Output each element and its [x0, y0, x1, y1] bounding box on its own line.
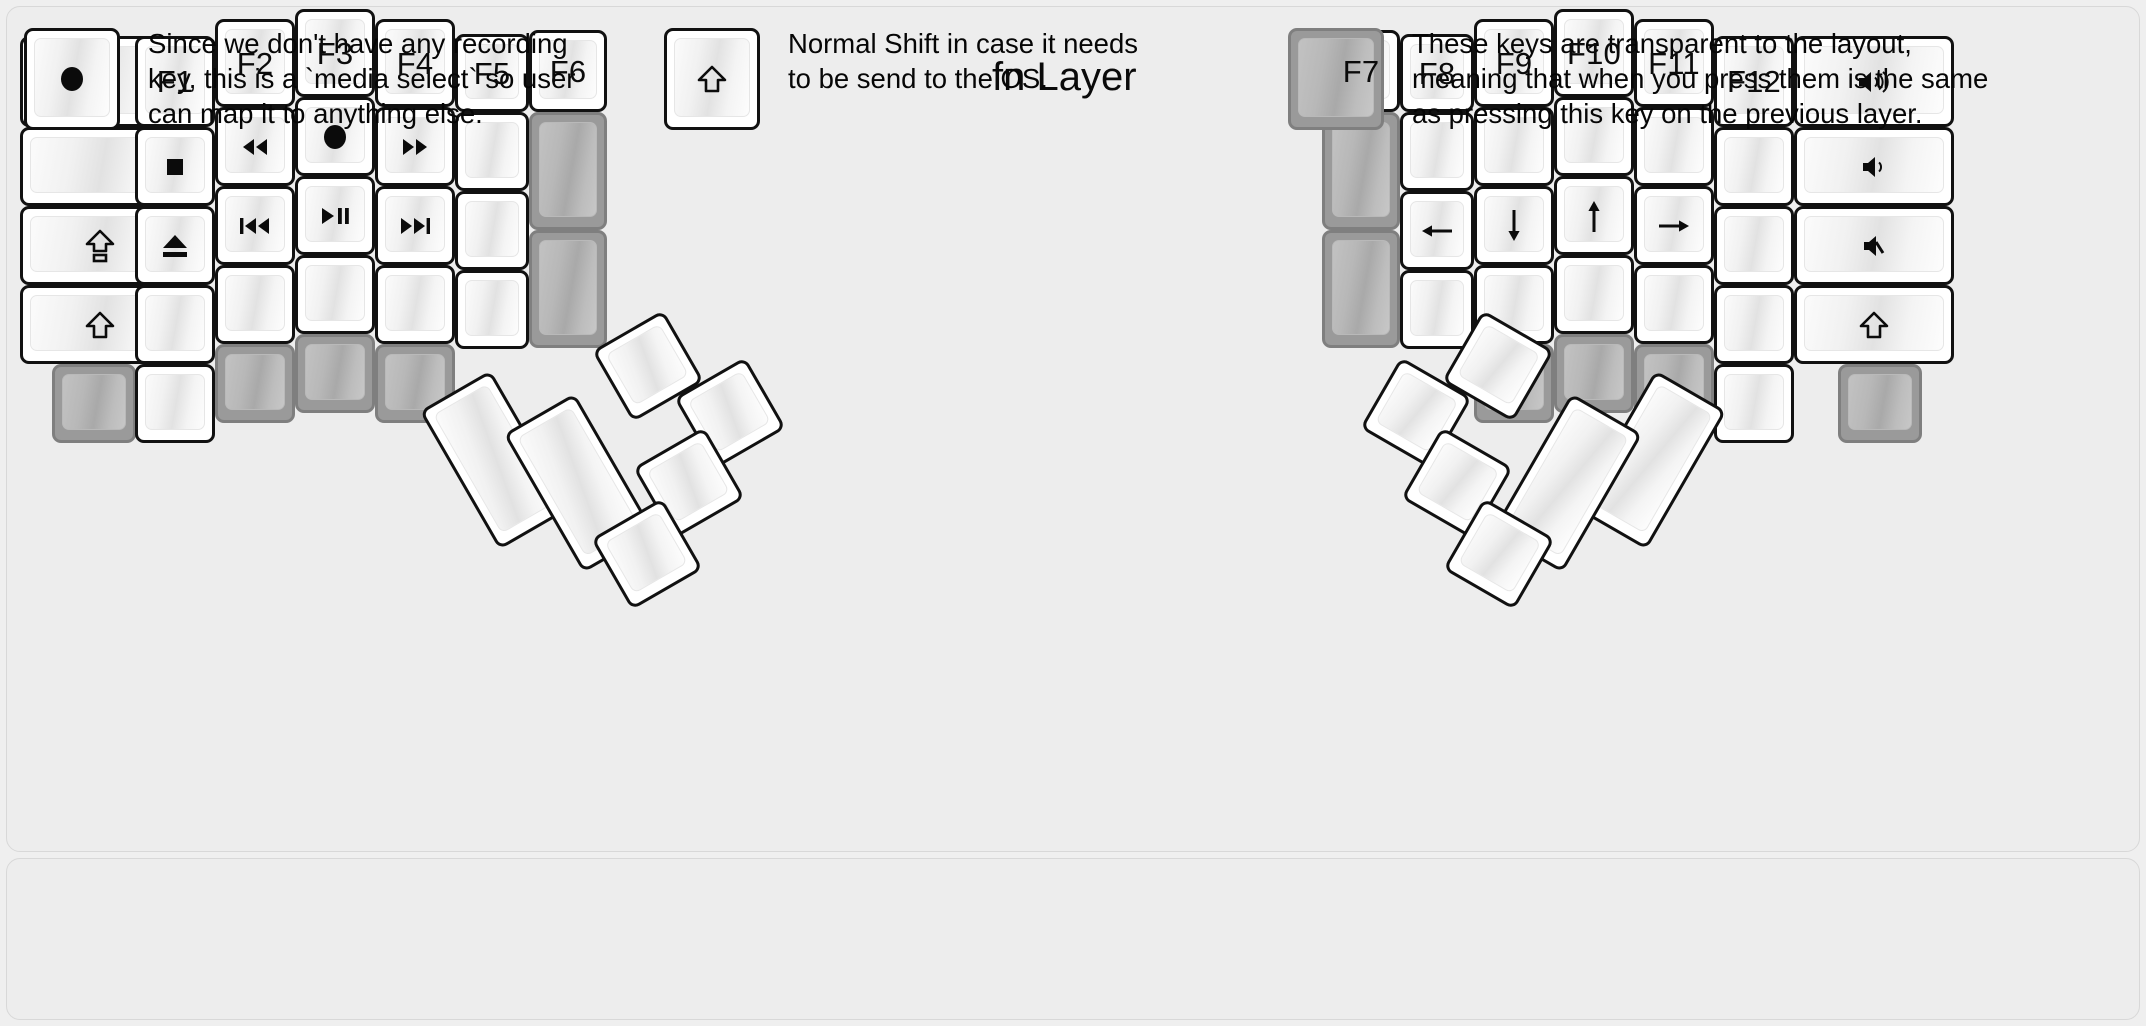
- arrow-up-icon: [1584, 199, 1604, 233]
- key-left-c1-r1-stop[interactable]: [135, 127, 215, 206]
- key-left-c3-r3[interactable]: [295, 255, 375, 334]
- key-right-c3-r0-f10[interactable]: F10: [1554, 9, 1634, 97]
- key-right-c5-r3[interactable]: [1714, 285, 1794, 364]
- key-left-c4-r4-transparent[interactable]: [375, 344, 455, 423]
- key-left-c2-r3[interactable]: [215, 265, 295, 344]
- key-left-c3-r1-record[interactable]: [295, 97, 375, 176]
- key-left-c5-r1[interactable]: [455, 112, 529, 191]
- legend-text: Since we don't have any recording key, t…: [148, 28, 576, 130]
- key-label: F2: [236, 45, 274, 81]
- key-right-c4-r1[interactable]: [1634, 107, 1714, 186]
- key-right-c2-r1[interactable]: [1474, 107, 1554, 186]
- key-left-c4-r1-fast-forward[interactable]: [375, 107, 455, 186]
- key-right-c1-r3[interactable]: [1400, 270, 1474, 349]
- volume-up-icon: [1856, 69, 1892, 95]
- key-left-c1-r0-f1[interactable]: F1: [135, 36, 215, 127]
- key-label: F12: [1726, 64, 1782, 99]
- media-play-pause-icon: [320, 207, 350, 225]
- key-right-c0-r1-transparent-tall[interactable]: [1322, 112, 1400, 230]
- legend-item-record: Since we don't have any recording key, t…: [24, 0, 664, 162]
- key-right-c6-r0-volume-up[interactable]: [1794, 36, 1954, 127]
- legend-text: Normal Shift in case it needs to be send…: [788, 28, 1139, 95]
- arrow-down-icon: [1504, 209, 1524, 243]
- key-right-c3-r1[interactable]: [1554, 97, 1634, 176]
- key-left-c3-r2-play-pause[interactable]: [295, 176, 375, 255]
- legend-item-transparent: These keys are transparent to the layout…: [1288, 0, 2128, 162]
- key-label: F1: [156, 64, 194, 99]
- media-record-icon: [322, 124, 348, 150]
- key-left-c1-r4[interactable]: [135, 364, 215, 443]
- key-left-c5-r2[interactable]: [455, 191, 529, 270]
- key-label: F5: [473, 55, 511, 91]
- media-fast-forward-icon: [400, 138, 430, 156]
- key-label: F10: [1566, 35, 1622, 71]
- key-left-c2-r2-previous[interactable]: [215, 186, 295, 265]
- key-left-c5-r3[interactable]: [455, 270, 529, 349]
- key-label: F6: [549, 53, 587, 89]
- key-right-c3-r2-arrow-up[interactable]: [1554, 176, 1634, 255]
- key-label: F7: [1342, 53, 1380, 89]
- media-next-icon: [399, 217, 431, 235]
- key-right-c0-r2-transparent-tall[interactable]: [1322, 230, 1400, 348]
- key-left-c1-r3[interactable]: [135, 285, 215, 364]
- key-right-c5-r4[interactable]: [1714, 364, 1794, 443]
- legend-text: These keys are transparent to the layout…: [1412, 28, 1989, 130]
- media-rewind-icon: [240, 138, 270, 156]
- legend-key-shift: [664, 28, 760, 130]
- legend-item-shift: Normal Shift in case it needs to be send…: [664, 0, 1284, 162]
- caps-lock-icon: [85, 229, 115, 263]
- key-left-c1-r2-eject[interactable]: [135, 206, 215, 285]
- arrow-left-icon: [1420, 221, 1454, 241]
- key-right-c2-r2-arrow-down[interactable]: [1474, 186, 1554, 265]
- key-left-c6-r2-transparent-tall[interactable]: [529, 230, 607, 348]
- key-label: F11: [1648, 45, 1700, 81]
- media-record-icon: [59, 66, 85, 92]
- key-left-c4-r0-f4[interactable]: F4: [375, 19, 455, 107]
- key-label: F9: [1495, 45, 1533, 81]
- key-right-c1-r2-arrow-left[interactable]: [1400, 191, 1474, 270]
- shift-icon: [697, 64, 727, 94]
- volume-mute-icon: [1861, 233, 1887, 259]
- key-left-c0-r4-transparent[interactable]: [52, 364, 136, 443]
- key-right-c5-r1[interactable]: [1714, 127, 1794, 206]
- key-right-c6-r1-volume-down[interactable]: [1794, 127, 1954, 206]
- key-right-c4-r2-arrow-right[interactable]: [1634, 186, 1714, 265]
- key-left-c3-r4-transparent[interactable]: [295, 334, 375, 413]
- legend-panel: [6, 858, 2140, 1020]
- media-stop-icon: [163, 155, 187, 179]
- key-right-c4-r0-f11[interactable]: F11: [1634, 19, 1714, 107]
- media-eject-icon: [161, 233, 189, 259]
- key-left-c2-r1-rewind[interactable]: [215, 107, 295, 186]
- key-left-c4-r3[interactable]: [375, 265, 455, 344]
- key-right-c6-r3-shift[interactable]: [1794, 285, 1954, 364]
- page-title: fn Layer: [992, 55, 1137, 99]
- shift-icon: [85, 310, 115, 340]
- arrow-right-icon: [1657, 216, 1691, 236]
- key-right-c2-r0-f9[interactable]: F9: [1474, 19, 1554, 107]
- key-label: F4: [396, 45, 434, 81]
- key-left-c6-r0-f6[interactable]: F6: [529, 30, 607, 112]
- shift-icon: [1859, 310, 1889, 340]
- key-right-c1-r1[interactable]: [1400, 112, 1474, 191]
- key-left-c3-r0-f3[interactable]: F3: [295, 9, 375, 97]
- key-left-c2-r0-f2[interactable]: F2: [215, 19, 295, 107]
- key-left-c4-r2-next[interactable]: [375, 186, 455, 265]
- key-right-c1-r0-f8[interactable]: F8: [1400, 34, 1474, 112]
- key-left-c2-r4-transparent[interactable]: [215, 344, 295, 423]
- key-label: F3: [316, 35, 354, 71]
- legend-key-record: [24, 28, 120, 130]
- key-right-c5-r2[interactable]: [1714, 206, 1794, 285]
- key-right-c3-r3[interactable]: [1554, 255, 1634, 334]
- media-previous-icon: [239, 217, 271, 235]
- key-right-c6-r2-volume-mute[interactable]: [1794, 206, 1954, 285]
- key-right-c6-r4-transparent[interactable]: [1838, 364, 1922, 443]
- volume-down-icon: [1860, 154, 1888, 180]
- key-left-c6-r1-transparent-tall[interactable]: [529, 112, 607, 230]
- key-left-c5-r0-f5[interactable]: F5: [455, 34, 529, 112]
- key-right-c5-r0-f12[interactable]: F12: [1714, 36, 1794, 127]
- key-right-c4-r3[interactable]: [1634, 265, 1714, 344]
- key-label: F8: [1418, 55, 1456, 91]
- legend-key-transparent: [1288, 28, 1384, 130]
